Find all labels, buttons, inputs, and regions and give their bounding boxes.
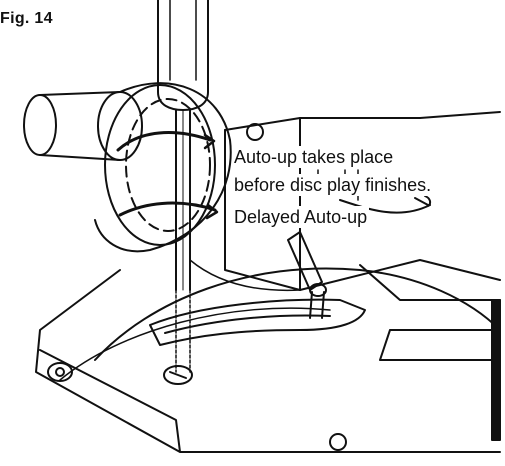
curved-plate (149, 259, 366, 346)
annotation-before-finish: before disc play finishes. (232, 174, 434, 196)
adjustment-arm (287, 231, 327, 319)
screw-left (47, 362, 73, 382)
annotation-auto-up: Auto-up takes place (232, 146, 396, 168)
figure-label: Fig. 14 (0, 10, 53, 27)
cam-lever-block (224, 111, 501, 441)
base-plate (35, 269, 501, 453)
annotation-delayed-auto-up: Delayed Auto-up (232, 206, 370, 228)
drum-cylinder (23, 82, 232, 253)
screwdriver-icon (157, 0, 209, 291)
screw-bottom (163, 365, 193, 385)
